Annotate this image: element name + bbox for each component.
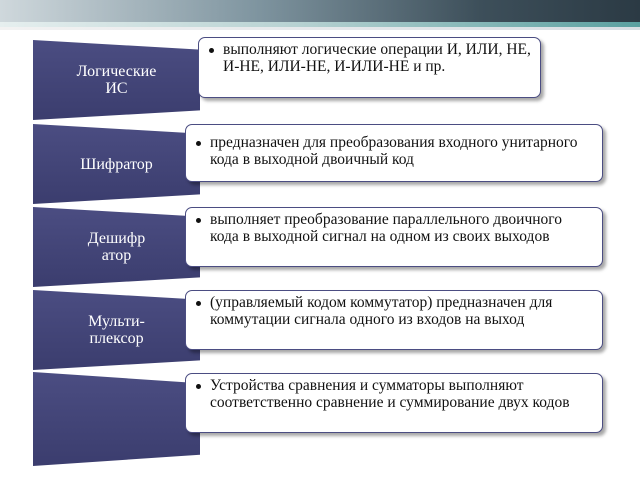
bullet-icon: [196, 301, 201, 306]
header-bar: [0, 0, 640, 22]
description-text: Устройства сравнения и сумматоры выполня…: [210, 377, 570, 411]
chevron-multiplexer: Мульти- плексор: [33, 290, 200, 370]
chevron-decoder: Дешифратор: [33, 207, 200, 287]
header-line: [0, 27, 640, 30]
chevron-label: Мульти- плексор: [88, 313, 145, 347]
bullet-icon: [196, 384, 201, 389]
description-text: выполняют логические операции И, ИЛИ, НЕ…: [223, 41, 531, 75]
header-stripe: [0, 22, 640, 27]
chevron-label: Дешифратор: [77, 230, 157, 264]
description-box-encoder: предназначен для преобразования входного…: [185, 124, 603, 182]
description-text: предназначен для преобразования входного…: [210, 134, 578, 168]
bullet-icon: [196, 141, 201, 146]
chevron-label-text: Дешифратор: [87, 230, 146, 264]
description-text: (управляемый кодом коммутатор) предназна…: [210, 294, 553, 328]
chevron-label: Шифратор: [80, 155, 153, 173]
bullet-icon: [209, 48, 214, 53]
chevron-encoder: Шифратор: [33, 124, 200, 204]
description-box-multiplexer: (управляемый кодом коммутатор) предназна…: [185, 290, 603, 350]
chevron-label: Логические ИС: [76, 63, 157, 97]
chevron-logic-ic: Логические ИС: [33, 40, 200, 120]
description-box-decoder: выполняет преобразование параллельного д…: [185, 207, 603, 267]
description-text: выполняет преобразование параллельного д…: [210, 211, 563, 245]
description-box-logic-ic: выполняют логические операции И, ИЛИ, НЕ…: [198, 37, 541, 98]
chevron-comparators: [33, 372, 200, 466]
description-box-comparators: Устройства сравнения и сумматоры выполня…: [185, 373, 603, 433]
bullet-icon: [196, 218, 201, 223]
